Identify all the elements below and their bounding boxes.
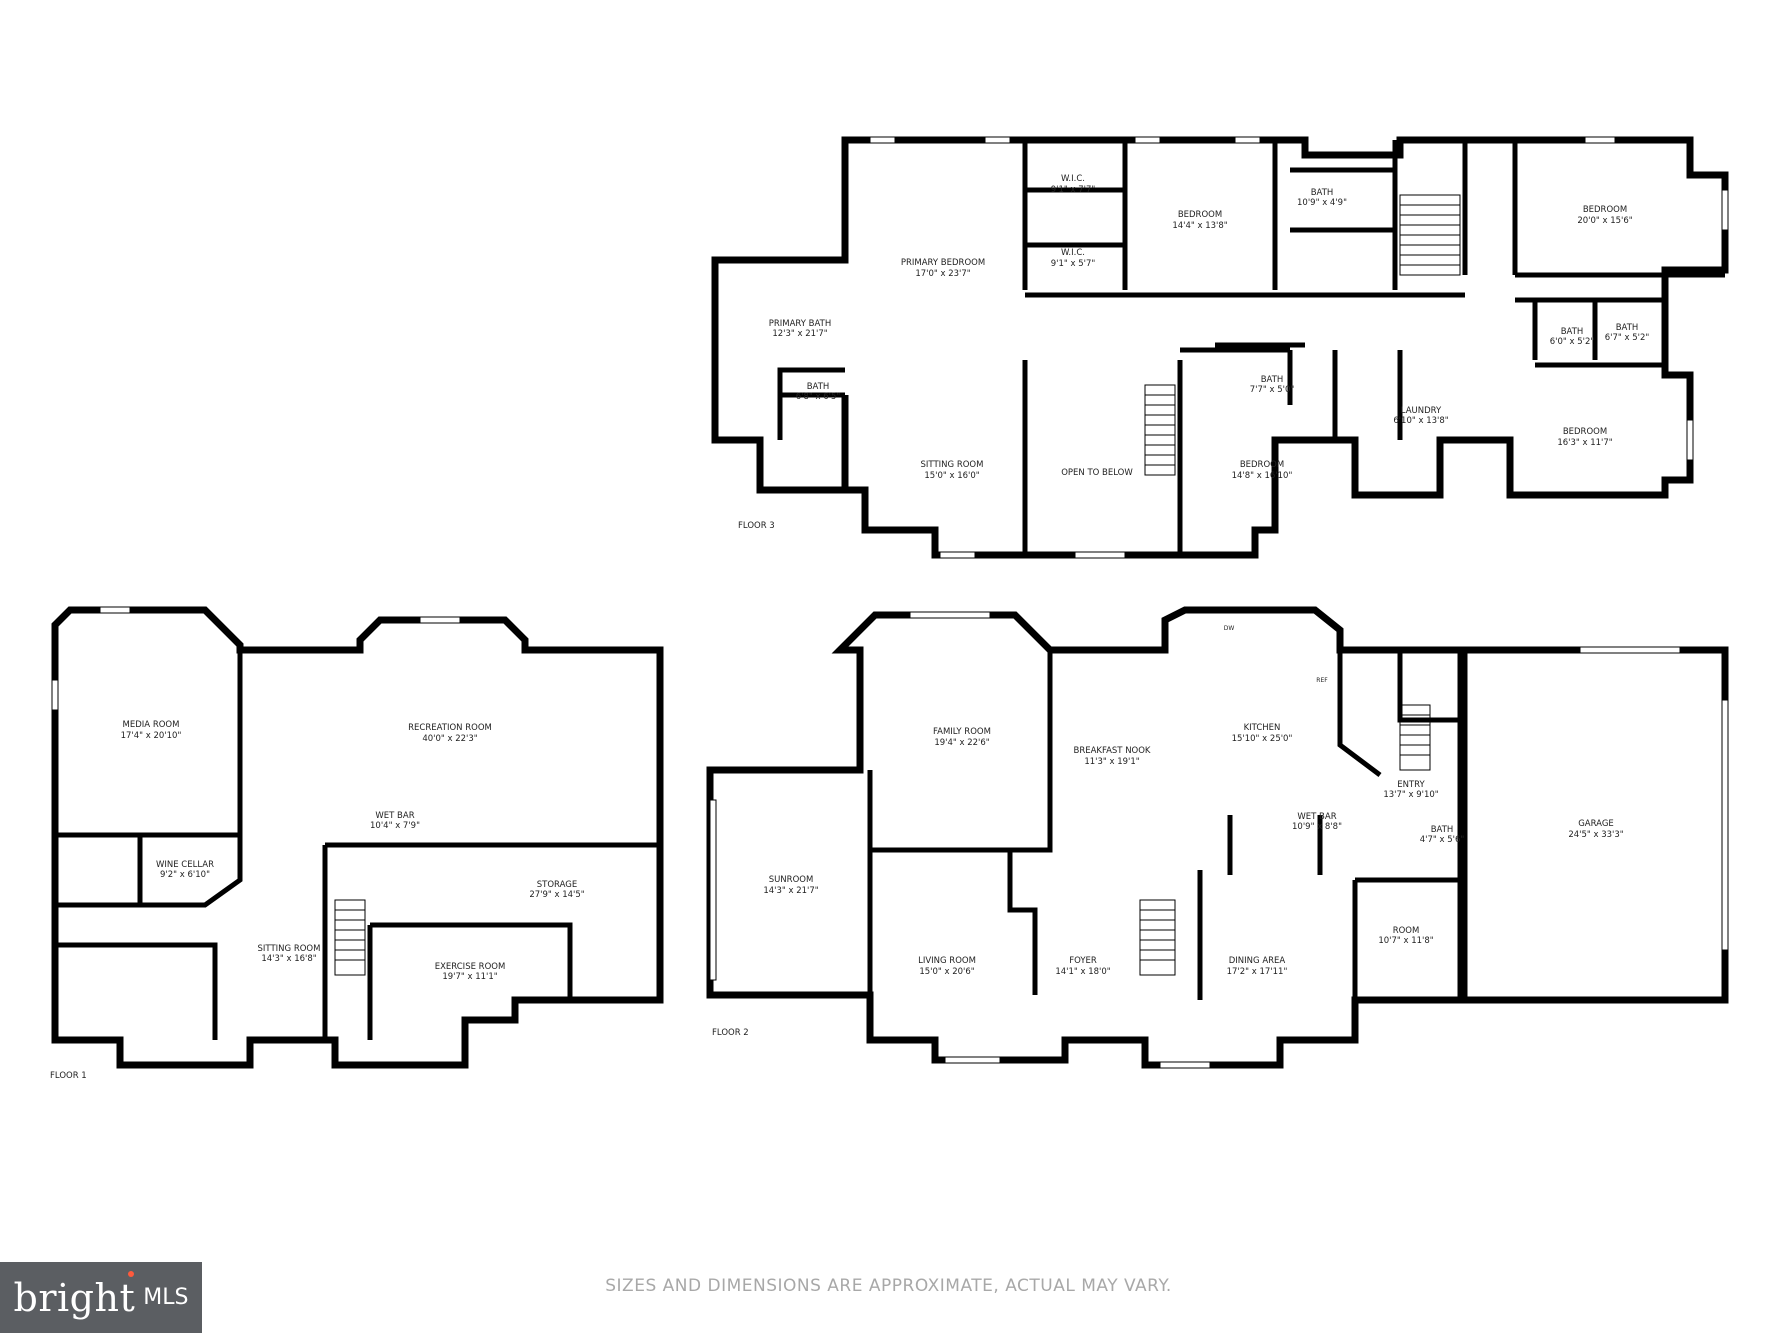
room-name: BATH	[1561, 327, 1584, 337]
room-name: FOYER	[1069, 956, 1097, 966]
room-name: BATH	[1431, 825, 1454, 835]
floor1-stairs	[334, 899, 366, 976]
room-name: BEDROOM	[1240, 460, 1284, 470]
room-dims: 14'4" x 13'8"	[1172, 221, 1227, 231]
room-dims: 15'10" x 25'0"	[1232, 734, 1293, 744]
room-name: WET BAR	[375, 811, 414, 821]
room-name: BATH	[1261, 375, 1284, 385]
room-name: W.I.C.	[1061, 248, 1085, 258]
room-dims: 13'7" x 9'10"	[1383, 790, 1438, 800]
room-dims: 6'8" x 6'5"	[796, 392, 841, 402]
room-name: LAUNDRY	[1401, 406, 1442, 416]
room-name: BATH	[1616, 323, 1639, 333]
room-name: STORAGE	[537, 880, 577, 890]
room-dims: 19'4" x 22'6"	[934, 738, 989, 748]
room-name: WET BAR	[1297, 812, 1336, 822]
room-name: FAMILY ROOM	[933, 727, 991, 737]
room-name: PRIMARY BEDROOM	[901, 258, 985, 268]
room-name: BREAKFAST NOOK	[1073, 746, 1150, 756]
floor2-interior-walls	[867, 650, 1468, 1000]
room-dims: 14'8" x 16'10"	[1232, 471, 1293, 481]
room-dims: 17'4" x 20'10"	[121, 731, 182, 741]
room-dims: 17'2" x 17'11"	[1227, 967, 1288, 977]
room-dims: 24'5" x 33'3"	[1568, 830, 1623, 840]
room-name: ROOM	[1393, 926, 1420, 936]
floor1-walls	[51, 606, 664, 1069]
room-dims: 10'9" x 8'8"	[1292, 822, 1342, 832]
windows	[51, 136, 1729, 1069]
room-dims: 20'0" x 15'6"	[1577, 216, 1632, 226]
room-name: W.I.C.	[1061, 174, 1085, 184]
room-dims: 15'0" x 20'6"	[919, 967, 974, 977]
floor3-interior-walls	[760, 140, 1725, 555]
room-name: SITTING ROOM	[258, 944, 321, 954]
room-name: BATH	[807, 382, 830, 392]
dw-label: DW	[1224, 625, 1235, 632]
room-dims: 15'0" x 16'0"	[924, 471, 979, 481]
floor3-open-stairs	[1144, 384, 1176, 476]
room-dims: 14'3" x 21'7"	[763, 886, 818, 896]
bright-mls-logo: bright MLS	[0, 1262, 202, 1333]
room-name: SUNROOM	[769, 875, 814, 885]
room-name: BATH	[1311, 188, 1334, 198]
room-dims: 10'4" x 7'9"	[370, 821, 420, 831]
room-name: BEDROOM	[1563, 427, 1607, 437]
floor1-label: FLOOR 1	[50, 1071, 87, 1081]
room-dims: 4'7" x 5'6"	[1420, 835, 1465, 845]
room-dims: 11'3" x 19'1"	[1084, 757, 1139, 767]
floor1-interior-walls	[55, 650, 660, 1040]
room-name: BEDROOM	[1583, 205, 1627, 215]
floor2-labels: FAMILY ROOM 19'4" x 22'6" BREAKFAST NOOK…	[712, 625, 1624, 1038]
room-dims: 7'7" x 5'0"	[1250, 385, 1295, 395]
room-dims: 10'7" x 11'8"	[1378, 936, 1433, 946]
room-dims: 9'1" x 7'7"	[1051, 185, 1096, 195]
room-dims: 14'3" x 16'8"	[261, 954, 316, 964]
room-name: PRIMARY BATH	[769, 319, 832, 329]
room-dims: 6'0" x 5'2"	[1550, 337, 1595, 347]
room-dims: 17'0" x 23'7"	[915, 269, 970, 279]
room-dims: 10'9" x 4'9"	[1297, 198, 1347, 208]
room-dims: 16'3" x 11'7"	[1557, 438, 1612, 448]
room-name: DINING AREA	[1229, 956, 1286, 966]
room-name: EXERCISE ROOM	[435, 962, 506, 972]
room-name: KITCHEN	[1244, 723, 1281, 733]
floor1-labels: MEDIA ROOM 17'4" x 20'10" RECREATION ROO…	[50, 720, 585, 1081]
logo-brand: bright	[13, 1275, 136, 1320]
room-dims: 19'7" x 11'1"	[442, 972, 497, 982]
room-name: GARAGE	[1578, 819, 1614, 829]
room-name: LIVING ROOM	[918, 956, 976, 966]
room-name: OPEN TO BELOW	[1061, 468, 1133, 478]
floor3-walls	[711, 136, 1729, 559]
ref-label: REF	[1316, 677, 1328, 684]
floor2-stairs	[1139, 899, 1176, 976]
room-name: MEDIA ROOM	[123, 720, 180, 730]
room-name: SITTING ROOM	[921, 460, 984, 470]
room-dims: 14'1" x 18'0"	[1055, 967, 1110, 977]
room-dims: 40'0" x 22'3"	[422, 734, 477, 744]
room-dims: 6'7" x 5'2"	[1605, 333, 1650, 343]
room-dims: 9'1" x 5'7"	[1051, 259, 1096, 269]
room-dims: 27'9" x 14'5"	[529, 890, 584, 900]
floor2-label: FLOOR 2	[712, 1028, 749, 1038]
room-dims: 12'3" x 21'7"	[772, 329, 827, 339]
floor2-entry-stairs	[1399, 704, 1431, 771]
floor3-labels: W.I.C. 9'1" x 7'7" W.I.C. 9'1" x 5'7" BE…	[738, 174, 1649, 531]
room-name: WINE CELLAR	[156, 860, 214, 870]
room-name: BEDROOM	[1178, 210, 1222, 220]
room-name: RECREATION ROOM	[408, 723, 492, 733]
room-dims: 9'2" x 6'10"	[160, 870, 210, 880]
room-dims: 6'10" x 13'8"	[1393, 416, 1448, 426]
logo-suffix: MLS	[143, 1285, 189, 1310]
disclaimer-text: SIZES AND DIMENSIONS ARE APPROXIMATE, AC…	[605, 1276, 1172, 1296]
stairs	[334, 194, 1461, 976]
room-name: ENTRY	[1397, 780, 1425, 790]
floor3-label: FLOOR 3	[738, 521, 775, 531]
logo-accent-dot	[128, 1270, 135, 1277]
